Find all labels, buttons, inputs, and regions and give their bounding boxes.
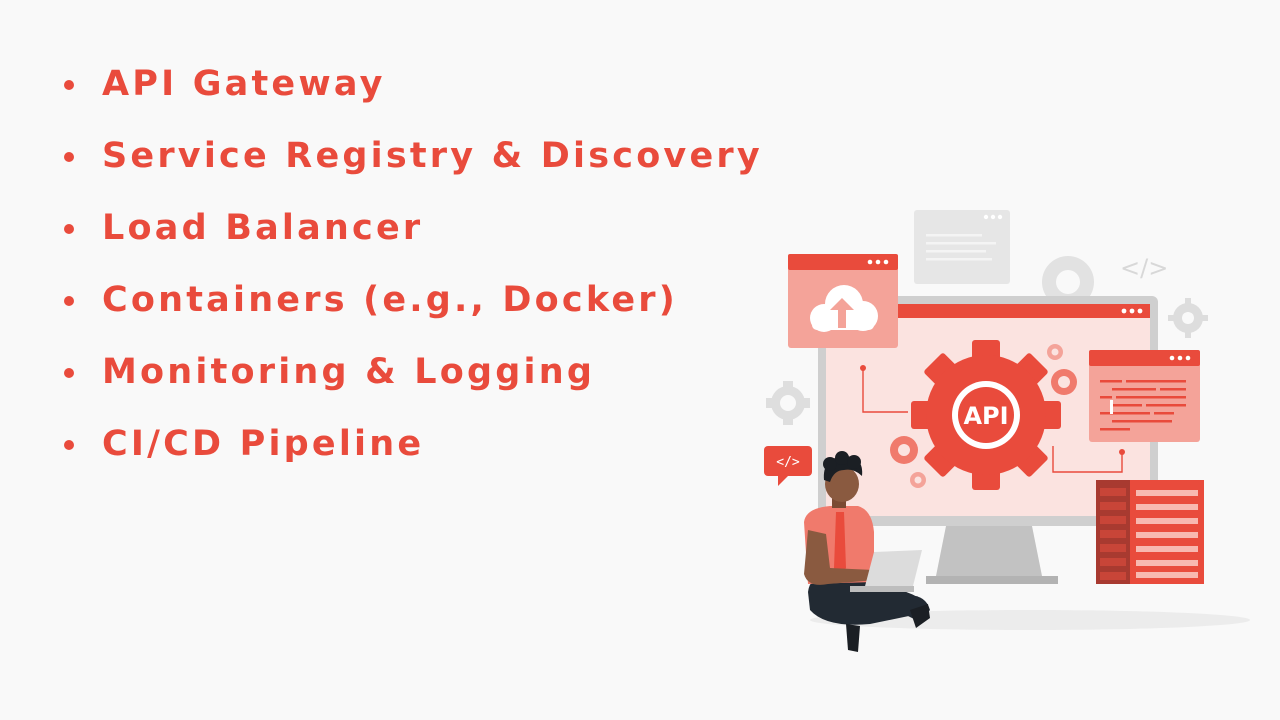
bullet-item: API Gateway: [64, 48, 763, 120]
bullet-item: Monitoring & Logging: [64, 336, 763, 408]
bullet-list: API Gateway Service Registry & Discovery…: [64, 48, 763, 480]
bullet-dot-icon: [64, 296, 74, 306]
gear-icon: [910, 472, 926, 488]
bullet-text: API Gateway: [102, 64, 386, 104]
developer-figure: [804, 451, 930, 652]
background-window-icon: [914, 210, 1010, 284]
code-icon: </>: [764, 446, 812, 486]
bullet-dot-icon: [64, 152, 74, 162]
bullet-text: Load Balancer: [102, 208, 424, 248]
bullet-item: Service Registry & Discovery: [64, 120, 763, 192]
bullet-dot-icon: [64, 368, 74, 378]
laptop-icon: [850, 550, 922, 592]
connector-lines: [862, 370, 1123, 473]
api-developer-illustration: </>: [764, 210, 1250, 652]
bullet-text: Service Registry & Discovery: [102, 136, 763, 176]
bullet-text: Containers (e.g., Docker): [102, 280, 678, 320]
gear-icon: [766, 381, 810, 425]
connector-node-icon: [860, 365, 866, 371]
bullet-item: CI/CD Pipeline: [64, 408, 763, 480]
bullet-dot-icon: [64, 224, 74, 234]
bullet-item: Load Balancer: [64, 192, 763, 264]
server-rack-icon: [1096, 480, 1204, 584]
bullet-text: Monitoring & Logging: [102, 352, 596, 392]
code-window-icon: [1089, 350, 1200, 442]
gear-icon: [1042, 256, 1094, 308]
gear-icon: [890, 436, 918, 464]
gear-icon: [1051, 369, 1077, 395]
gear-icon: [1168, 298, 1208, 338]
gear-icon: [1047, 344, 1063, 360]
bullet-dot-icon: [64, 440, 74, 450]
bullet-dot-icon: [64, 80, 74, 90]
cloud-upload-icon: [788, 254, 898, 348]
code-bubble-label: </>: [776, 455, 800, 470]
api-gear-icon: API: [911, 340, 1061, 490]
code-tag-background-icon: </>: [1120, 254, 1168, 282]
connector-node-icon: [1119, 449, 1125, 455]
bullet-text: CI/CD Pipeline: [102, 424, 425, 464]
api-gear-label: API: [963, 402, 1008, 430]
bullet-item: Containers (e.g., Docker): [64, 264, 763, 336]
